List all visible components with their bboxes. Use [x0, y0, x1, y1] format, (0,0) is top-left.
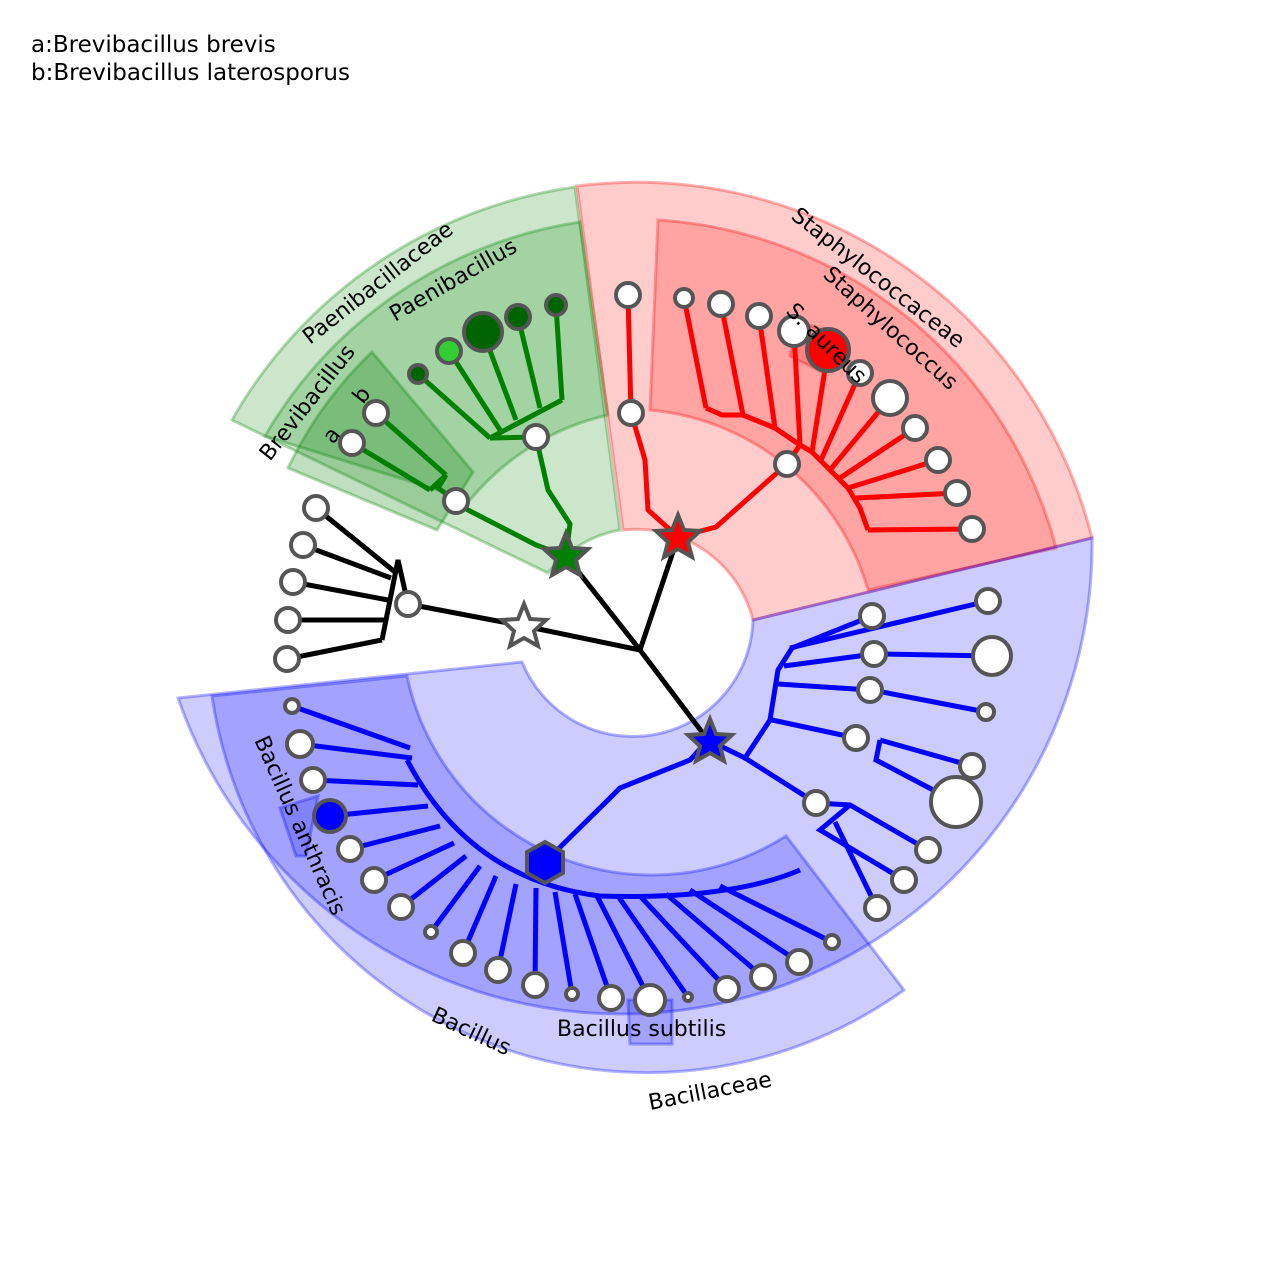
node: [302, 494, 330, 522]
node: [871, 379, 909, 417]
node: [597, 984, 625, 1012]
node: [773, 450, 801, 478]
node: [842, 724, 870, 752]
node: [274, 606, 302, 634]
node: [924, 446, 952, 474]
wedge-staphylococcaceae: [575, 180, 1094, 622]
red-star-icon: [651, 509, 705, 562]
node: [823, 933, 841, 951]
label-bacillus-subtilis: Bacillus subtilis: [557, 1017, 726, 1042]
node: [423, 924, 439, 940]
node: [777, 314, 811, 348]
tree-nodes: [273, 281, 1013, 1017]
node: [958, 515, 986, 543]
node: [338, 429, 366, 457]
node: [522, 423, 550, 451]
node: [943, 479, 971, 507]
legend-b: b:Brevibacillus laterosporus: [31, 60, 350, 86]
node: [285, 729, 315, 759]
node: [394, 590, 422, 618]
node: [633, 983, 667, 1017]
green-star-icon: [539, 527, 593, 580]
node: [504, 303, 532, 331]
node: [974, 587, 1002, 615]
node: [682, 991, 694, 1003]
node: [360, 866, 388, 894]
node: [312, 798, 348, 834]
node: [442, 487, 470, 515]
node: [387, 893, 415, 921]
node: [958, 752, 986, 780]
node: [976, 702, 996, 722]
legend: a:Brevibacillus brevis b:Brevibacillus l…: [31, 31, 350, 87]
node: [614, 281, 642, 309]
node: [745, 302, 773, 330]
node: [785, 948, 813, 976]
green-branches: [350, 304, 573, 559]
node: [749, 963, 777, 991]
node: [435, 337, 463, 365]
node: [707, 290, 735, 318]
node: [407, 363, 429, 385]
node: [336, 835, 364, 863]
node: [914, 836, 942, 864]
wedge-bacillus-anthracis: [278, 793, 320, 858]
node: [484, 956, 512, 984]
node: [856, 676, 884, 704]
node: [462, 311, 504, 353]
node: [858, 602, 886, 630]
node: [617, 399, 645, 427]
node: [890, 866, 918, 894]
node: [521, 971, 549, 999]
node: [971, 635, 1013, 677]
blue-star-icon: [683, 713, 737, 766]
blue-hexagon-icon: [525, 839, 565, 886]
markers: [497, 509, 737, 886]
node: [289, 531, 317, 559]
node: [802, 789, 830, 817]
label-bacillaceae: Bacillaceae: [646, 1067, 774, 1115]
node: [846, 359, 874, 387]
node: [299, 766, 327, 794]
node: [901, 414, 929, 442]
node: [863, 894, 891, 922]
node: [673, 287, 695, 309]
node: [279, 568, 307, 596]
node: [860, 640, 888, 668]
node: [273, 645, 301, 673]
node: [362, 399, 390, 427]
node: [564, 986, 580, 1002]
legend-a: a:Brevibacillus brevis: [31, 32, 276, 58]
node: [805, 327, 851, 373]
white-star-icon: [497, 598, 551, 651]
node: [283, 697, 301, 715]
node: [544, 293, 568, 317]
node: [449, 939, 477, 967]
node: [929, 775, 983, 829]
node: [713, 975, 741, 1003]
